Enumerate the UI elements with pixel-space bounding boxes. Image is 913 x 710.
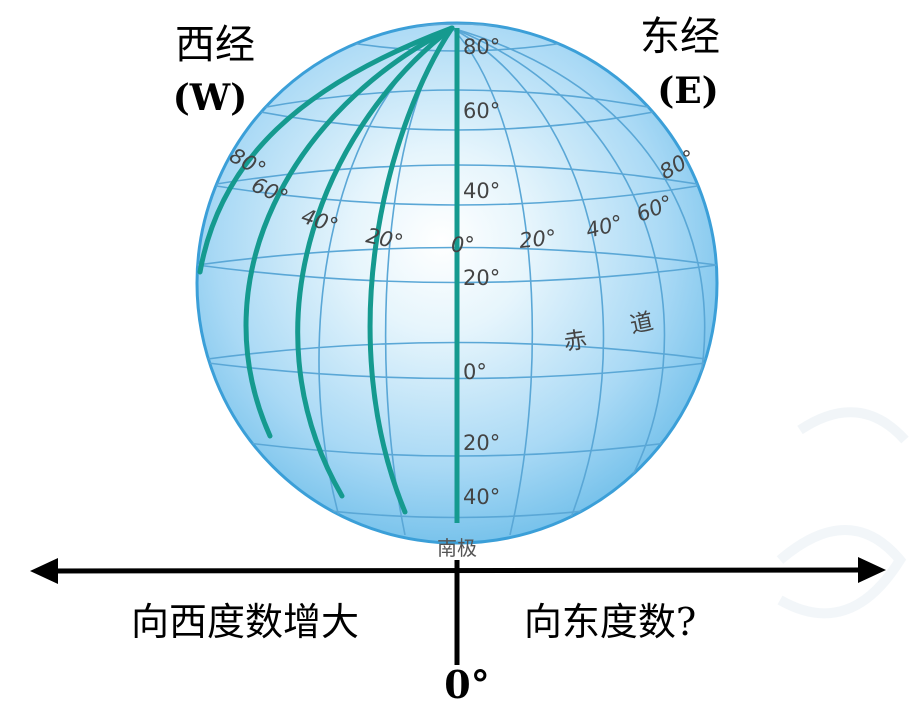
latitude-label-40s: 40°: [463, 485, 500, 509]
longitude-axis: 向西度数增大 向东度数? 0°: [30, 557, 886, 707]
latitude-label-0: 0°: [463, 360, 487, 384]
meridian-e20: [451, 27, 534, 536]
meridian-e60: [451, 27, 666, 491]
meridian-label-e20: 20°: [518, 225, 558, 253]
meridian-w40: [295, 25, 455, 499]
east-longitude-title: 东经 (E): [640, 14, 720, 112]
west-longitude-title: 西经 (W): [173, 22, 255, 119]
latitude-label-60n: 60°: [463, 99, 500, 123]
west-arrow-head: [30, 558, 58, 584]
meridian-w20: [367, 25, 455, 515]
east-arrow-head: [858, 557, 886, 583]
latitude-labels: 80° 60° 40° 20° 0° 20° 40°: [463, 35, 500, 509]
latitude-label-20n: 20°: [463, 266, 500, 290]
equator-label-char2: 道: [628, 309, 656, 339]
zero-degree-label: 0°: [444, 662, 489, 707]
latitude-label-20s: 20°: [463, 431, 500, 455]
meridian-label-prime: 0°: [451, 233, 475, 257]
south-pole-label: 南极: [437, 536, 477, 560]
equator-label: 赤 道: [562, 309, 656, 356]
meridian-e80: [451, 27, 706, 421]
equator-label-char1: 赤: [562, 327, 588, 356]
globe: 80° 60° 40° 20° 0° 20° 40° 80° 60° 40° 2…: [195, 21, 719, 545]
latitude-label-80n: 80°: [463, 35, 500, 59]
east-increase-question: 向东度数?: [524, 600, 696, 644]
west-longitude-zh: 西经: [175, 22, 255, 68]
latitude-label-40n: 40°: [463, 179, 500, 203]
east-longitude-code: (E): [657, 70, 719, 112]
meridian-e40: [451, 27, 605, 521]
east-longitude-zh: 东经: [640, 14, 720, 60]
west-meridians: [197, 25, 455, 515]
west-longitude-code: (W): [173, 77, 248, 119]
meridian-w60: [243, 25, 455, 439]
meridian-labels: 80° 60° 40° 20° 0° 20° 40° 60° 80°: [226, 143, 700, 257]
west-increase-text: 向西度数增大: [131, 600, 359, 644]
background-watermark: [776, 407, 909, 619]
parallel-20: [197, 246, 717, 284]
meridian-w80: [197, 25, 455, 275]
